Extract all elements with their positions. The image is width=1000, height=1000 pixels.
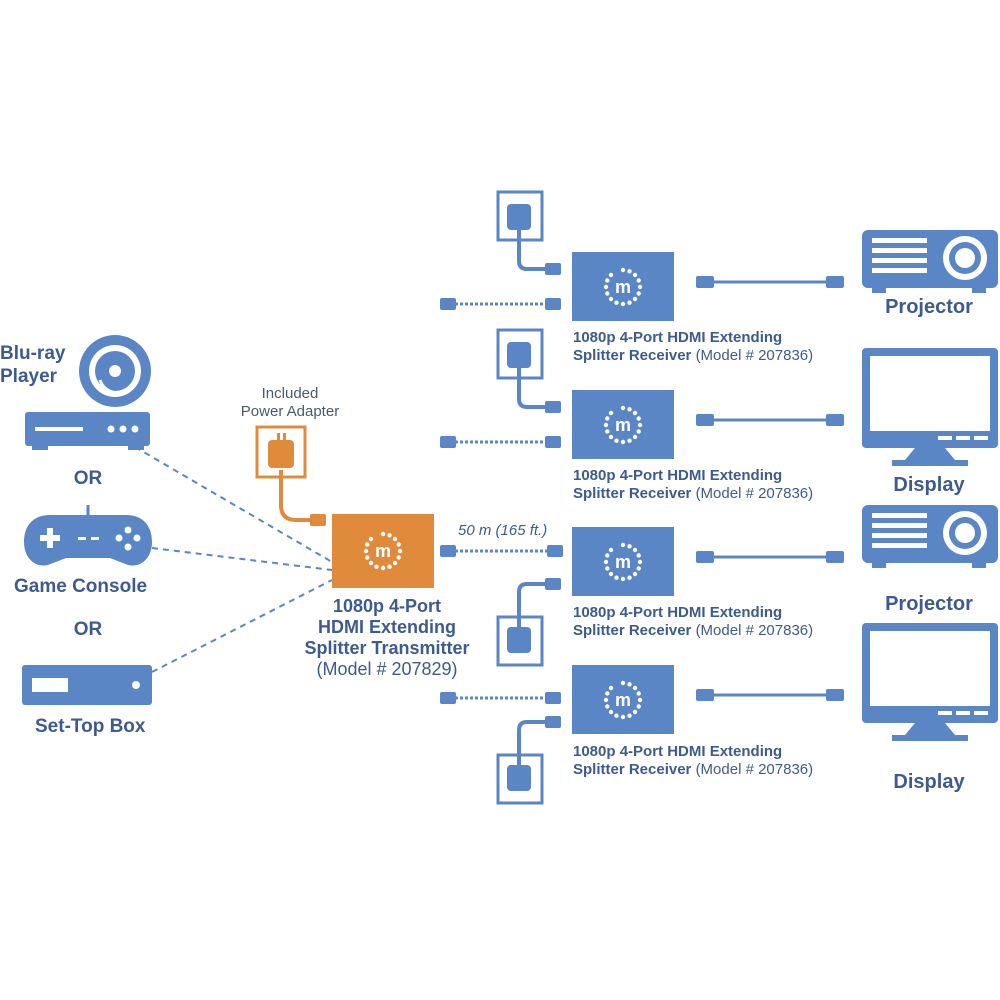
rj45-connector-icon	[545, 692, 561, 704]
transmitter-box	[332, 514, 434, 588]
receiver-row	[440, 328, 998, 466]
power-adapter-label: Included Power Adapter	[240, 385, 340, 420]
bluray-label: Blu-ray Player	[0, 343, 66, 387]
output-label-projector: Projector	[885, 593, 973, 615]
hdmi-connector-icon	[696, 551, 714, 563]
set-top-box-icon	[22, 665, 152, 705]
rj45-connector-icon	[440, 436, 456, 448]
bluray-link	[134, 446, 333, 563]
transmitter-label: 1080p 4-Port HDMI Extending Splitter Tra…	[304, 596, 470, 679]
receivers	[440, 190, 998, 805]
rj45-connector-icon	[440, 692, 456, 704]
rj45-connector-icon	[545, 298, 561, 310]
hdmi-connector-icon	[696, 276, 714, 288]
power-adapter-icon	[255, 425, 326, 526]
receiver-row	[496, 505, 998, 667]
power-plug-icon	[545, 263, 561, 275]
rj45-connector-icon	[545, 436, 561, 448]
receiver-row	[440, 623, 998, 805]
or-label-1: OR	[73, 468, 103, 489]
projector-icon	[862, 230, 998, 293]
hdmi-connector-icon	[826, 689, 844, 701]
power-plug-icon	[545, 578, 561, 590]
distance-label: 50 m (165 ft.)	[458, 522, 548, 539]
receiver-label: 1080p 4-Port HDMI Extending Splitter Rec…	[573, 743, 814, 778]
or-label-2: OR	[73, 619, 103, 640]
hdmi-connector-icon	[826, 551, 844, 563]
receiver-row	[440, 190, 998, 321]
display-icon	[862, 623, 998, 741]
receiver-label: 1080p 4-Port HDMI Extending Splitter Rec…	[573, 329, 814, 364]
display-icon	[862, 348, 998, 466]
hdmi-connector-icon	[826, 414, 844, 426]
receiver-label: 1080p 4-Port HDMI Extending Splitter Rec…	[573, 604, 814, 639]
console-link	[151, 547, 333, 571]
settop-link	[151, 579, 333, 673]
projector-icon	[862, 505, 998, 568]
hdmi-connector-icon	[826, 276, 844, 288]
console-label: Game Console	[14, 576, 148, 597]
receiver-label: 1080p 4-Port HDMI Extending Splitter Rec…	[573, 467, 814, 502]
output-label-projector: Projector	[885, 296, 973, 318]
output-label-display: Display	[893, 474, 965, 496]
power-plug-icon	[545, 716, 561, 728]
rj45-connector-icon	[440, 298, 456, 310]
power-plug-icon	[545, 401, 561, 413]
network-cable	[440, 545, 563, 557]
hdmi-connector-icon	[696, 414, 714, 426]
source-links	[134, 446, 333, 673]
bluray-player-icon	[25, 335, 151, 450]
game-controller-icon	[24, 505, 152, 566]
output-label-display: Display	[893, 771, 965, 793]
hdmi-connector-icon	[696, 689, 714, 701]
set-top-label: Set-Top Box	[35, 716, 146, 737]
